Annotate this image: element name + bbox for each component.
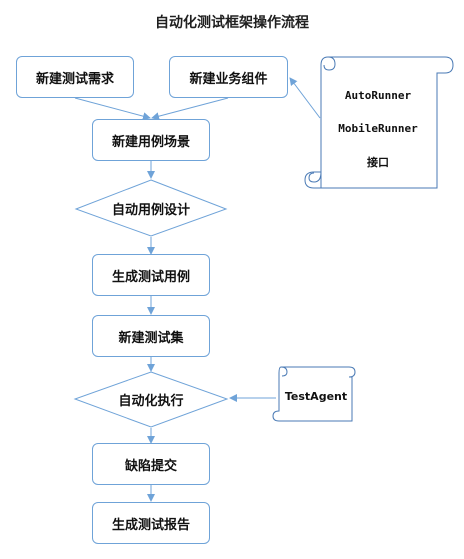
arrow-interfaces-to-component [289,77,321,119]
node-gen-cases: 生成测试用例 [92,254,210,296]
node-new-requirement: 新建测试需求 [16,56,134,98]
interface-autorunner: AutoRunner [344,89,412,102]
decision-auto-execute: 自动化执行 [118,394,184,409]
node-defect-submit: 缺陷提交 [92,443,210,485]
node-new-component: 新建业务组件 [169,56,288,98]
interfaces-scroll-shape [304,56,454,189]
decision-auto-design: 自动用例设计 [111,202,190,218]
decision-auto-design-shape [74,179,228,237]
test-agent-label: TestAgent [284,390,348,403]
arrow-requirement-to-scenario [74,97,151,121]
testagent-scroll-shape [272,366,356,422]
node-new-scenario: 新建用例场景 [92,119,210,161]
node-gen-report: 生成测试报告 [92,502,210,544]
interface-mobilerunner: MobileRunner [338,122,418,135]
diagram-title: 自动化测试框架操作流程 [155,15,309,31]
arrow-component-to-scenario [151,97,229,121]
node-new-suite: 新建测试集 [92,315,210,357]
interface-label: 接口 [367,156,389,169]
decision-auto-execute-shape [73,371,229,428]
